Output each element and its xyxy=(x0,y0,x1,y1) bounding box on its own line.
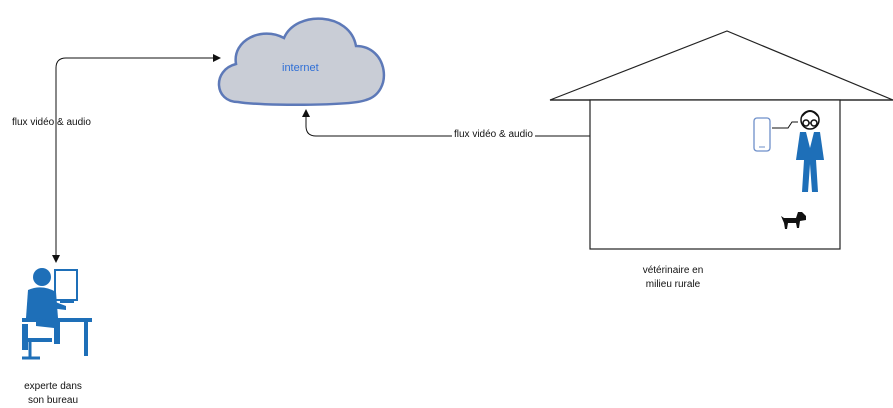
expert-caption-line1: experte dans xyxy=(24,381,82,392)
vet-caption-line1: vétérinaire en xyxy=(642,265,704,276)
dog-icon xyxy=(781,212,806,229)
phone-to-vet-line xyxy=(772,121,798,129)
phone-icon xyxy=(753,117,771,152)
right-flow-label: flux vidéo & audio xyxy=(452,129,535,140)
house xyxy=(549,30,893,250)
veterinarian-icon xyxy=(796,110,824,192)
right-connector xyxy=(305,112,749,140)
vet-caption: vétérinaire en milieu rurale xyxy=(628,264,718,292)
internet-cloud xyxy=(217,17,386,107)
left-flow-label: flux vidéo & audio xyxy=(12,117,91,128)
vet-caption-line2: milieu rurale xyxy=(645,279,701,290)
expert-caption-line2: son bureau xyxy=(27,395,79,406)
expert-caption: experte dans son bureau xyxy=(18,380,88,408)
left-connector xyxy=(52,57,218,263)
internet-label: internet xyxy=(282,62,319,74)
expert-at-desk-icon xyxy=(22,268,92,360)
